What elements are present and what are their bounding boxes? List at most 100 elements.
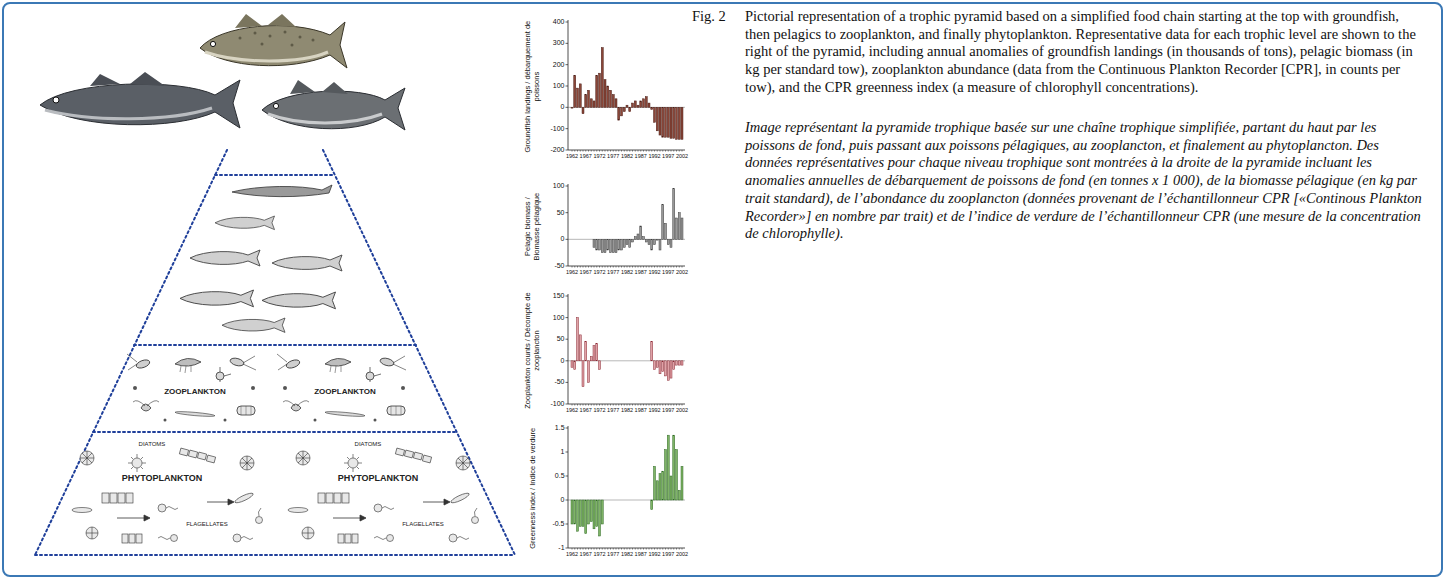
anomaly-bar <box>596 344 598 361</box>
x-tick <box>651 266 652 268</box>
tick-label: -0.5 <box>552 520 564 528</box>
x-tick <box>599 150 600 152</box>
anomaly-bar <box>612 95 614 108</box>
anomaly-bar <box>610 239 612 252</box>
anomaly-bar <box>596 500 598 526</box>
anomaly-bar <box>621 107 623 116</box>
anomaly-bar <box>577 88 579 107</box>
illustration-part <box>53 97 59 103</box>
y-tick <box>566 548 569 549</box>
x-tick <box>673 548 674 550</box>
x-tick <box>607 548 608 550</box>
anomaly-bar <box>601 239 603 252</box>
anomaly-bar <box>601 500 603 524</box>
x-tick <box>602 266 603 268</box>
x-tick <box>624 150 625 152</box>
anomaly-bar <box>634 237 636 240</box>
anomaly-bar <box>681 466 683 500</box>
anomaly-bar <box>615 99 617 108</box>
y-tick <box>566 212 569 213</box>
x-tick <box>624 404 625 406</box>
illustration-part <box>239 31 315 47</box>
x-tick <box>613 150 614 152</box>
tick-label: 1.5 <box>555 424 565 432</box>
x-tick <box>638 266 639 268</box>
anomaly-bar <box>623 239 625 247</box>
x-tick <box>605 404 606 406</box>
anomaly-bar <box>654 361 656 370</box>
year-label: 1992 <box>648 153 660 159</box>
phytoplankton-label: PHYTOPLANKTON <box>337 474 420 484</box>
illustration-part <box>272 255 342 271</box>
year-label: 1967 <box>580 407 592 413</box>
anomaly-bar <box>571 500 573 524</box>
illustration-part <box>72 448 263 543</box>
anomaly-bar <box>665 107 667 137</box>
anomaly-bar <box>629 239 631 247</box>
anomaly-bar <box>577 318 579 361</box>
y-tick <box>566 64 569 65</box>
anomaly-bar <box>588 361 590 383</box>
y-tick <box>566 500 569 501</box>
x-tick <box>585 266 586 268</box>
tick-label: 400 <box>553 18 565 26</box>
x-tick <box>665 548 666 550</box>
x-tick <box>657 150 658 152</box>
tick-label: 0 <box>561 103 565 111</box>
anomaly-bar <box>623 107 625 111</box>
year-label: 2002 <box>676 551 688 557</box>
x-tick <box>588 266 589 268</box>
year-label: 1982 <box>621 269 633 275</box>
x-tick <box>624 548 625 550</box>
anomaly-bar <box>634 101 636 107</box>
axis-title: Zooplankton counts / Décompte de zooplan… <box>524 291 541 409</box>
bar-chart <box>566 20 686 152</box>
x-tick <box>629 150 630 152</box>
anomaly-bar <box>651 500 653 510</box>
axis-title: Groundfish landings / débarquement de po… <box>524 17 541 155</box>
caption-french: Image représentant la pyramide trophique… <box>745 119 1425 243</box>
x-tick <box>613 548 614 550</box>
x-tick <box>668 150 669 152</box>
anomaly-bar <box>588 90 590 107</box>
x-tick <box>671 548 672 550</box>
anomaly-bar <box>599 361 601 370</box>
tick-label: 200 <box>553 61 565 69</box>
x-tick <box>654 266 655 268</box>
illustration-part <box>180 216 342 332</box>
anomaly-bar <box>596 75 598 107</box>
x-tick <box>607 150 608 152</box>
x-tick <box>574 548 575 550</box>
anomaly-bar <box>648 103 650 107</box>
bar-chart <box>566 426 686 550</box>
x-tick <box>654 404 655 406</box>
x-tick <box>640 266 641 268</box>
x-tick <box>602 150 603 152</box>
anomaly-bar <box>593 239 595 247</box>
x-tick <box>580 404 581 406</box>
x-tick <box>635 548 636 550</box>
illustration-part <box>134 344 416 346</box>
anomaly-bar <box>618 107 620 120</box>
anomaly-bar <box>582 500 584 526</box>
anomaly-bar <box>656 481 658 500</box>
anomaly-bar <box>662 471 664 500</box>
x-tick <box>591 266 592 268</box>
y-tick <box>566 239 569 240</box>
anomaly-bar <box>601 48 603 108</box>
x-tick <box>574 404 575 406</box>
plankton-drawings <box>72 354 479 543</box>
x-tick <box>635 404 636 406</box>
x-tick <box>632 266 633 268</box>
y-tick <box>566 382 569 383</box>
zooplankton-label: ZOOPLANKTON <box>163 388 227 397</box>
year-label: 1977 <box>607 153 619 159</box>
x-tick <box>671 266 672 268</box>
anomaly-bar <box>626 239 628 244</box>
anomaly-bar <box>651 239 653 250</box>
year-label: 1972 <box>593 153 605 159</box>
x-tick <box>605 266 606 268</box>
x-tick <box>654 548 655 550</box>
x-tick <box>613 404 614 406</box>
year-label: 1987 <box>635 153 647 159</box>
